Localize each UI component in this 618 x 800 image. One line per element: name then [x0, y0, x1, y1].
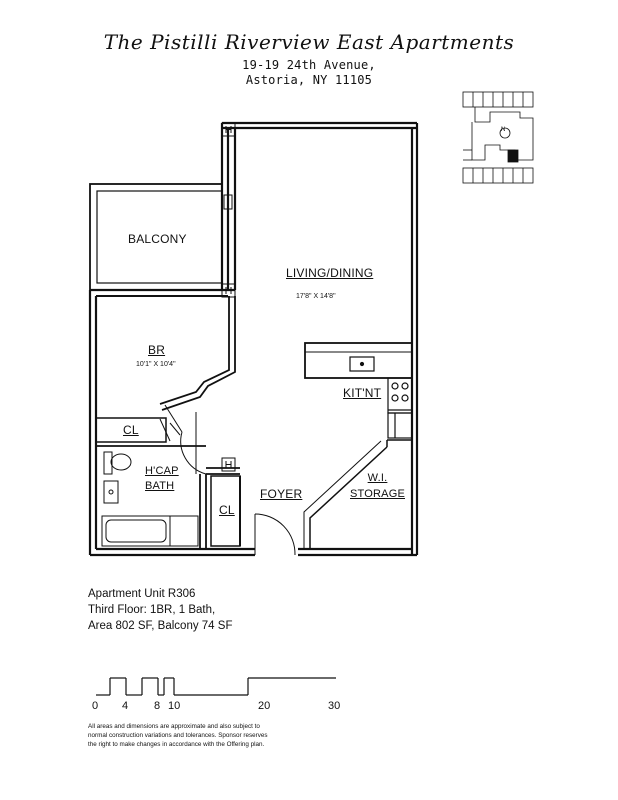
balcony-label: BALCONY [128, 232, 187, 246]
scale-bar [96, 677, 336, 696]
kitchen-sink-icon [349, 356, 375, 372]
address-line-2: Astoria, NY 11105 [245, 73, 373, 87]
storage-label-line-1: W.I. [367, 472, 388, 484]
toilet-icon [110, 453, 132, 471]
stove-icon [387, 377, 413, 414]
bedroom-closet-label: CL [123, 423, 139, 437]
bath-fixtures [101, 451, 199, 547]
kitchenette-label: KIT'NT [343, 386, 382, 400]
address-line-1: 19-19 24th Avenue, [242, 58, 376, 72]
scale-label-8: 8 [154, 700, 161, 712]
unit-highlight [507, 149, 519, 163]
disclaimer: All areas and dimensions are approximate… [88, 722, 388, 749]
foyer-closet-label: CL [219, 503, 235, 517]
kitchen-counter [304, 342, 413, 439]
living-dining-dimensions: 17'8" X 14'8" [296, 293, 336, 300]
entry-door [254, 513, 296, 556]
storage-walls [303, 439, 412, 549]
closet-foyer [210, 475, 241, 547]
fridge-icon [387, 412, 413, 439]
bath-label-line-2: BATH [145, 480, 175, 492]
scale-label-20: 20 [258, 700, 271, 712]
bath-walls [96, 445, 240, 549]
bedroom-door [164, 404, 207, 475]
living-dining-label: LIVING/DINING [286, 266, 374, 280]
bedroom-dimensions: 10'1" X 10'4" [136, 361, 176, 368]
building-title: The Pistilli Riverview East Apartments [103, 30, 515, 54]
bathtub-icon [101, 515, 199, 547]
storage-label-line-2: STORAGE [350, 488, 405, 500]
bedroom-label: BR [148, 343, 166, 357]
unit-info: Apartment Unit R306 Third Floor: 1BR, 1 … [88, 586, 232, 634]
storage-label: W.I. STORAGE [350, 470, 405, 502]
scale-label-10: 10 [168, 700, 181, 712]
unit-info-line-3: Area 802 SF, Balcony 74 SF [88, 620, 233, 632]
closet-bedroom [95, 417, 181, 443]
scale-label-30: 30 [328, 700, 341, 712]
disclaimer-line-3: the right to make changes in accordance … [88, 741, 265, 748]
balcony-outline [89, 183, 235, 297]
foyer-label: FOYER [260, 487, 303, 501]
disclaimer-line-1: All areas and dimensions are approximate… [88, 723, 260, 730]
scale-label-4: 4 [122, 700, 129, 712]
disclaimer-line-2: normal construction variations and toler… [88, 732, 268, 739]
bath-label: H'CAP BATH [145, 464, 179, 494]
sink-icon [103, 480, 119, 504]
unit-info-line-2: Third Floor: 1BR, 1 Bath, [88, 604, 216, 616]
bedroom-walls [159, 296, 236, 411]
unit-info-line-1: Apartment Unit R306 [88, 588, 196, 600]
north-arrow-icon [499, 127, 511, 139]
scale-label-0: 0 [92, 700, 99, 712]
key-plan [462, 91, 534, 184]
north-label: N [501, 127, 506, 133]
exterior-walls [88, 121, 419, 557]
bath-label-line-1: H'CAP [145, 465, 179, 477]
